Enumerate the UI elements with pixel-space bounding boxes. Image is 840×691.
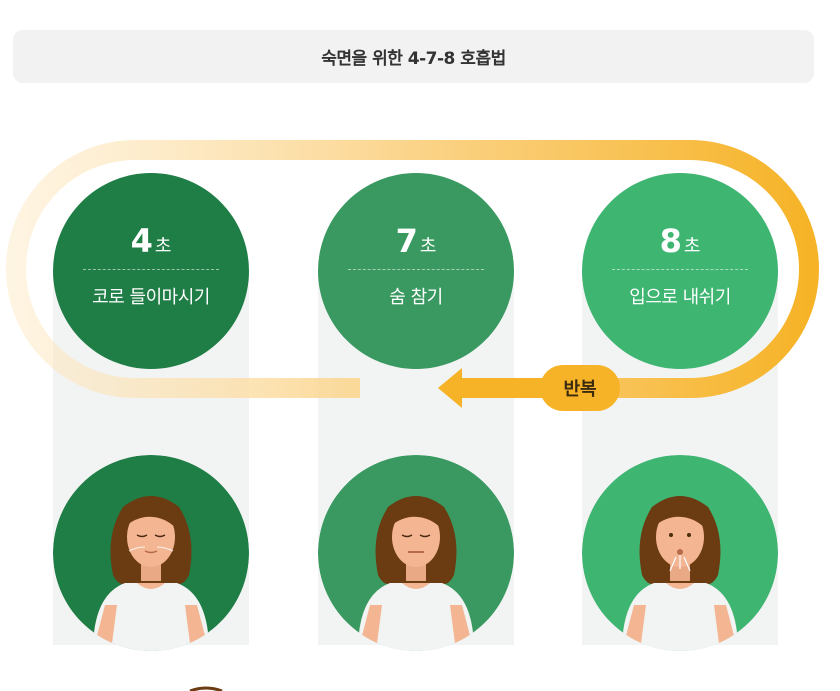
step-action: 숨 참기 <box>389 287 443 308</box>
step-divider <box>83 269 219 270</box>
step-unit: 초 <box>683 236 701 257</box>
step-divider <box>348 269 484 270</box>
step-unit: 초 <box>154 236 172 257</box>
page-title: 숙면을 위한 4-7-8 호흡법 <box>321 49 506 69</box>
step-unit: 초 <box>419 236 437 257</box>
step-action: 코로 들이마시기 <box>92 287 210 308</box>
repeat-label: 반복 <box>563 379 597 400</box>
repeat-arrow-shaft <box>460 378 550 398</box>
step-seconds: 7 <box>395 222 418 260</box>
exhale-mouth-icon <box>582 455 778 651</box>
step-seconds: 4 <box>130 222 153 260</box>
step-seconds: 8 <box>659 222 682 260</box>
title-banner: 숙면을 위한 4-7-8 호흡법 <box>13 30 814 83</box>
loop-path <box>6 140 819 398</box>
step-action: 입으로 내쉬기 <box>629 287 731 308</box>
inhale-nose-icon <box>53 455 249 651</box>
repeat-arrow-icon <box>438 368 462 408</box>
hold-breath-icon <box>318 455 514 651</box>
step-divider <box>612 269 748 270</box>
repeat-badge: 반복 <box>540 365 620 411</box>
